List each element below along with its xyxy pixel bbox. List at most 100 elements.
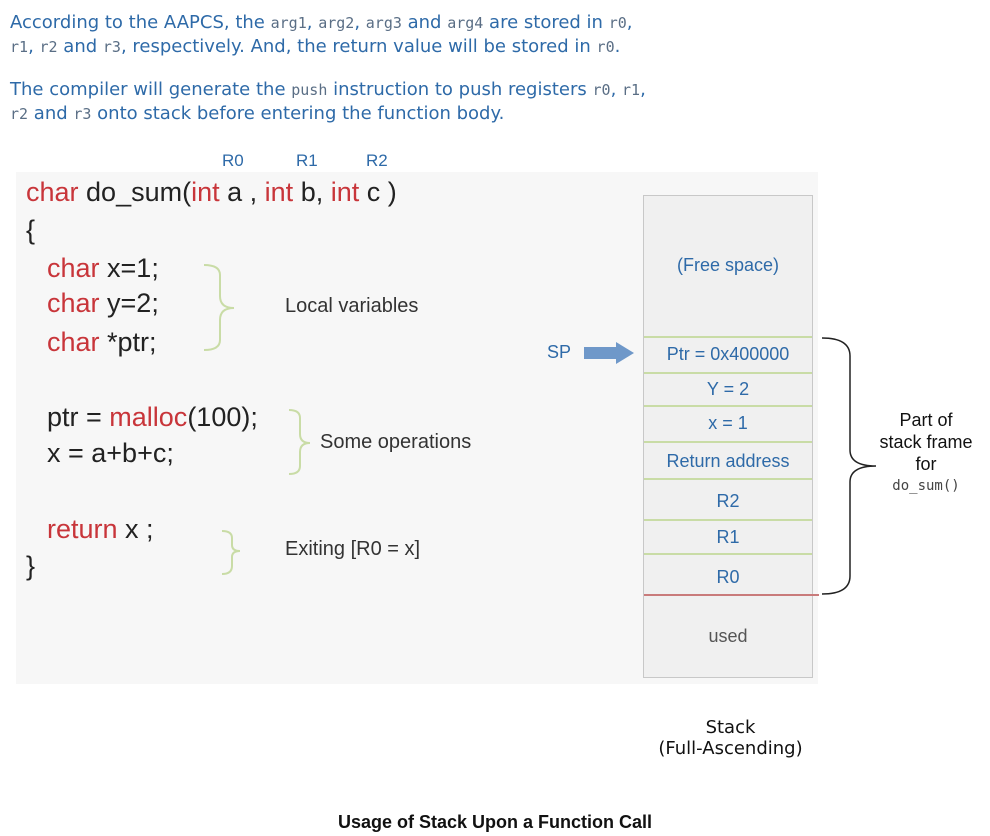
stack-used: used <box>708 626 748 646</box>
close-brace: } <box>26 551 36 581</box>
code-r1: r1 <box>622 81 641 99</box>
figure-caption: Usage of Stack Upon a Function Call <box>337 812 653 832</box>
keyword: char <box>47 253 100 283</box>
code-text: (100); <box>187 402 258 432</box>
code-r0: r0 <box>592 81 611 99</box>
param-type-b: int <box>264 177 294 207</box>
code-r3: r3 <box>73 105 92 123</box>
stack-caption: Stack (Full-Ascending) <box>643 717 818 759</box>
stack-separator <box>644 553 812 555</box>
return-type: char <box>26 177 79 207</box>
brace-exiting <box>221 530 241 575</box>
stack-cell-return-address: Return address <box>666 451 790 471</box>
stack-separator <box>644 372 812 374</box>
stack-cell-r2: R2 <box>716 491 740 511</box>
stack-frame-note: Part of stack frame for do_sum() <box>862 409 990 497</box>
intro-text: According to the AAPCS, the <box>10 12 271 33</box>
code-line-return: return x ; <box>47 514 154 545</box>
stack-boundary-line <box>644 594 819 596</box>
frame-note-line: for <box>915 454 937 474</box>
register-header-r0: R0 <box>222 151 244 170</box>
intro-paragraph-1: According to the AAPCS, the arg1, arg2 , … <box>10 11 730 59</box>
intro-text: , <box>354 12 366 33</box>
code-text: x=1; <box>99 253 159 283</box>
function-name: do_sum( <box>78 177 192 207</box>
intro-text: instruction to push registers <box>327 79 593 100</box>
stack-separator <box>644 336 812 338</box>
note-exiting: Exiting [R0 = x] <box>285 538 421 560</box>
intro-text: , <box>626 12 633 33</box>
stack-cell-x: x = 1 <box>708 413 748 433</box>
code-r3: r3 <box>102 38 121 56</box>
stack-separator <box>644 405 812 407</box>
register-header-r1: R1 <box>296 151 318 170</box>
stack-diagram: (Free space) Ptr = 0x400000 Y = 2 x = 1 … <box>643 195 819 678</box>
code-push: push <box>291 81 328 99</box>
stack-caption-line: Stack <box>705 717 756 738</box>
stack-cell-ptr: Ptr = 0x400000 <box>666 344 790 364</box>
stack-separator <box>644 519 812 521</box>
sp-arrow-icon <box>584 342 634 364</box>
code-r0: r0 <box>596 38 615 56</box>
code-r2: r2 <box>10 105 29 123</box>
code-line-y: char y=2; <box>47 288 159 319</box>
intro-text: , <box>610 79 623 100</box>
brace-local-variables <box>203 264 235 351</box>
intro-text: onto stack before entering the function … <box>91 103 505 124</box>
code-r0: r0 <box>608 14 627 32</box>
note-some-operations: Some operations <box>320 431 472 453</box>
code-text: y=2; <box>99 288 159 318</box>
sp-label: SP <box>547 342 572 362</box>
intro-text: are stored in <box>483 12 609 33</box>
param-b: b, <box>293 177 331 207</box>
code-r1: r1 <box>10 38 29 56</box>
stack-free-space: (Free space) <box>676 255 780 275</box>
stack-separator <box>644 441 812 443</box>
brace-some-operations <box>288 409 311 475</box>
intro-text: and <box>57 36 103 57</box>
code-r2: r2 <box>39 38 58 56</box>
keyword: char <box>47 327 100 357</box>
param-type-c: int <box>330 177 360 207</box>
brace-stack-frame <box>821 337 877 595</box>
code-text: ptr = <box>47 402 110 432</box>
intro-text: , <box>640 79 646 100</box>
function-signature: char do_sum(int a , int b, int c ) <box>26 177 397 208</box>
intro-text: , <box>28 36 40 57</box>
code-arg4: arg4 <box>447 14 484 32</box>
keyword: return <box>47 514 118 544</box>
param-c: c ) <box>359 177 397 207</box>
register-header-r2: R2 <box>366 151 388 170</box>
code-line-x: char x=1; <box>47 253 159 284</box>
open-brace: { <box>26 215 36 245</box>
intro-paragraph-2: The compiler will generate the push inst… <box>10 78 730 126</box>
code-line-ptr: char *ptr; <box>47 327 157 358</box>
param-type-a: int <box>191 177 220 207</box>
stack-cell-r1: R1 <box>716 527 740 547</box>
intro-text: , <box>306 12 319 33</box>
stack-caption-line: (Full-Ascending) <box>658 738 803 759</box>
code-arg1: arg1 <box>270 14 307 32</box>
code-text: x ; <box>117 514 154 544</box>
intro-text: and <box>401 12 448 33</box>
frame-note-line: Part of <box>899 410 953 430</box>
stack-separator <box>644 478 812 480</box>
param-a: a , <box>219 177 265 207</box>
stack-cell-r0: R0 <box>716 567 740 587</box>
code-line-malloc: ptr = malloc(100); <box>47 402 258 433</box>
keyword: char <box>47 288 100 318</box>
code-arg2: arg2 <box>318 14 355 32</box>
intro-text: The compiler will generate the <box>10 79 292 100</box>
code-line-sum: x = a+b+c; <box>47 438 174 468</box>
intro-text: . <box>614 36 621 57</box>
code-arg3: arg3 <box>365 14 402 32</box>
stack-cell-y: Y = 2 <box>706 379 750 399</box>
frame-note-line: stack frame <box>879 432 973 452</box>
note-local-variables: Local variables <box>285 295 419 317</box>
function-call: malloc <box>109 402 188 432</box>
intro-text: and <box>28 103 74 124</box>
code-text: *ptr; <box>99 327 157 357</box>
frame-note-function: do_sum() <box>892 478 960 494</box>
intro-text: , respectively. And, the return value wi… <box>120 36 597 57</box>
